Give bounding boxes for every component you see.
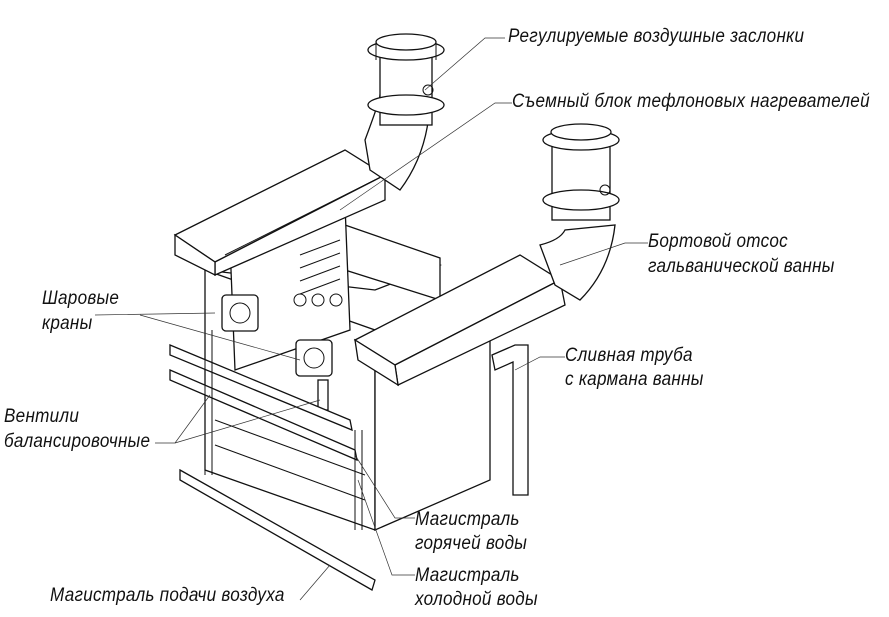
label-cold-water-1: Магистраль (415, 565, 520, 586)
label-drain-pipe-1: Сливная труба (565, 345, 693, 366)
leader-lines (94, 37, 648, 601)
label-drain-pipe-2: с кармана ванны (565, 369, 704, 390)
label-balancing-valves-1: Вентили (4, 406, 80, 427)
label-ball-valves-1: Шаровые (42, 288, 120, 309)
label-air-dampers: Регулируемые воздушные заслонки (508, 26, 805, 47)
label-heater-block: Съемный блок тефлоновых нагревателей (512, 91, 870, 112)
label-side-exhaust-1: Бортовой отсос (648, 231, 788, 252)
label-hot-water-1: Магистраль (415, 509, 520, 530)
label-hot-water-2: горячей воды (415, 533, 528, 554)
label-balancing-valves-2: балансировочные (4, 431, 151, 452)
left-exhaust-hood (173, 33, 445, 277)
right-exhaust-hood (353, 123, 620, 387)
label-ball-valves-2: краны (42, 313, 93, 334)
drain-pipe (491, 344, 529, 496)
valves (221, 294, 333, 411)
pipes (169, 330, 376, 591)
label-air-supply: Магистраль подачи воздуха (50, 585, 285, 606)
label-cold-water-2: холодной воды (415, 589, 538, 610)
label-side-exhaust-2: гальванической ванны (648, 256, 835, 277)
